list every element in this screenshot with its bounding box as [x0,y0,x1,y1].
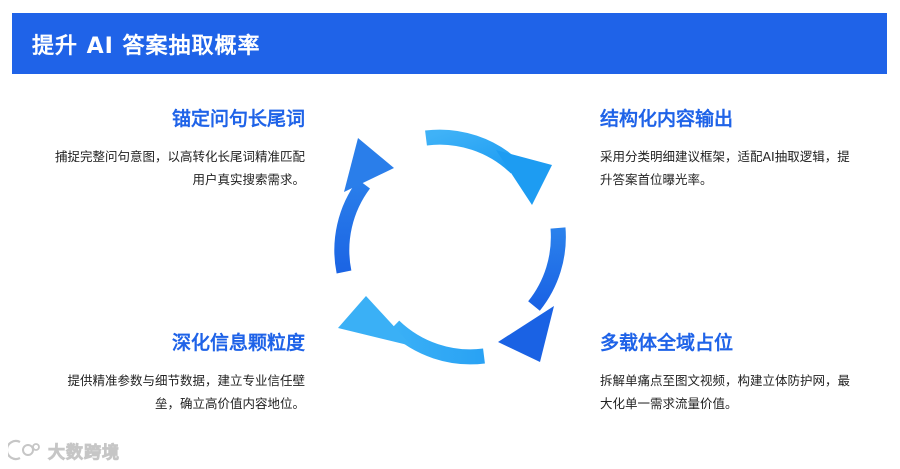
arrow-left [334,138,394,274]
block-anchor-longtail: 锚定问句长尾词 捕捉完整问句意图，以高转化长尾词精准匹配 用户真实搜索需求。 [20,104,305,191]
desc-line: 大化单一需求流量价值。 [600,396,738,411]
block-info-granularity: 深化信息颗粒度 提供精准参数与细节数据，建立专业信任壁 垒，确立高价值内容地位。 [20,328,305,415]
arrow-bottom [338,296,485,365]
arrow-top [425,129,552,205]
page-title: 提升 AI 答案抽取概率 [32,34,261,59]
block-heading: 深化信息颗粒度 [171,332,305,354]
desc-line: 提供精准参数与细节数据，建立专业信任壁 [67,373,305,388]
desc-line: 升答案首位曝光率。 [600,172,713,187]
arrow-right [498,227,566,362]
block-multi-carrier: 多载体全域占位 拆解单痛点至图文视频，构建立体防护网，最 大化单一需求流量价值。 [600,328,868,415]
watermark: 大数跨境 [8,436,120,464]
cycle-diagram [334,129,566,365]
block-heading: 锚定问句长尾词 [171,108,305,130]
block-description: 提供精准参数与细节数据，建立专业信任壁 垒，确立高价值内容地位。 [20,369,305,415]
block-description: 捕捉完整问句意图，以高转化长尾词精准匹配 用户真实搜索需求。 [20,145,305,191]
watermark-text: 大数跨境 [48,442,120,463]
block-heading: 多载体全域占位 [600,332,734,354]
desc-line: 垒，确立高价值内容地位。 [154,396,305,411]
logo-icon [8,439,40,461]
block-description: 拆解单痛点至图文视频，构建立体防护网，最 大化单一需求流量价值。 [600,369,868,415]
desc-line: 采用分类明细建议框架，适配AI抽取逻辑，提 [600,149,850,164]
block-heading: 结构化内容输出 [600,108,734,130]
header-banner: 提升 AI 答案抽取概率 [12,13,887,74]
block-description: 采用分类明细建议框架，适配AI抽取逻辑，提 升答案首位曝光率。 [600,145,868,191]
desc-line: 捕捉完整问句意图，以高转化长尾词精准匹配 [54,149,305,164]
desc-line: 用户真实搜索需求。 [192,172,305,187]
desc-line: 拆解单痛点至图文视频，构建立体防护网，最 [600,373,851,388]
block-structured-output: 结构化内容输出 采用分类明细建议框架，适配AI抽取逻辑，提 升答案首位曝光率。 [600,104,868,191]
